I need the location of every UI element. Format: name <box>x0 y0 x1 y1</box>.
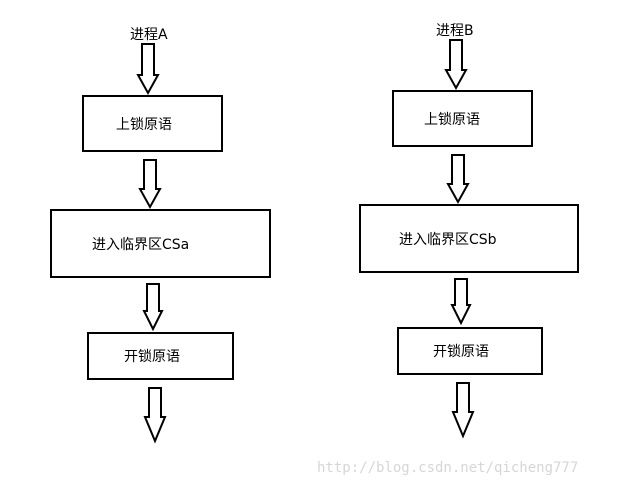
watermark: http://blog.csdn.net/qicheng777 <box>317 460 579 476</box>
process-b-arrow-3 <box>450 278 472 326</box>
process-b-arrow-2 <box>446 154 470 205</box>
process-a-arrow-2 <box>138 159 162 210</box>
process-b-critical-box: 进入临界区CSb <box>359 204 579 273</box>
process-a-unlock-label: 开锁原语 <box>124 349 180 365</box>
process-b-title: 进程B <box>436 23 474 39</box>
process-b-arrow-1 <box>444 39 468 91</box>
process-a-arrow-4 <box>143 387 167 444</box>
process-a-arrow-1 <box>136 43 160 96</box>
process-a-critical-label: 进入临界区CSa <box>92 236 190 253</box>
process-a-lock-label: 上锁原语 <box>116 116 172 133</box>
process-b-critical-label: 进入临界区CSb <box>399 231 497 248</box>
process-b-lock-box: 上锁原语 <box>392 90 533 147</box>
process-b-unlock-label: 开锁原语 <box>433 344 489 360</box>
process-b-arrow-4 <box>451 382 475 439</box>
process-a-arrow-3 <box>142 283 164 332</box>
process-b-lock-label: 上锁原语 <box>424 111 480 128</box>
process-a-unlock-box: 开锁原语 <box>87 332 234 380</box>
process-a-lock-box: 上锁原语 <box>82 95 223 152</box>
process-a-critical-box: 进入临界区CSa <box>50 209 271 278</box>
process-b-unlock-box: 开锁原语 <box>397 327 543 375</box>
process-a-title: 进程A <box>130 27 168 43</box>
